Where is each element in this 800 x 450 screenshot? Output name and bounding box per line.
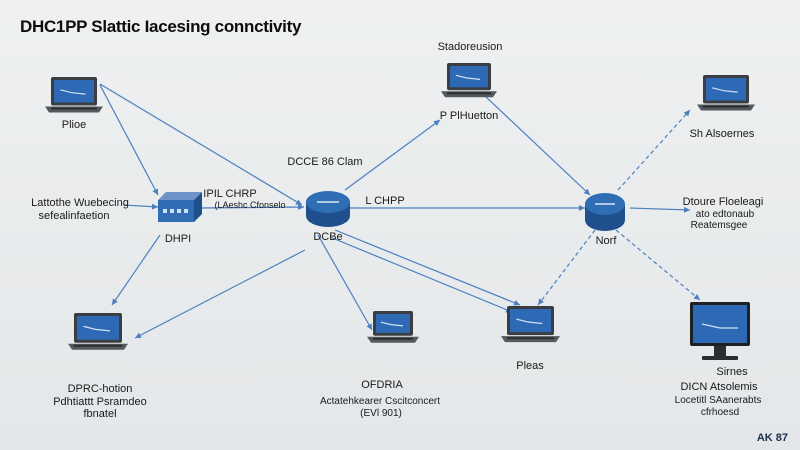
router-icon: [306, 191, 350, 227]
router-icon: [585, 193, 625, 231]
connection-line: [123, 203, 159, 210]
connection-line: [317, 234, 373, 331]
laptop-bottom-center-line3: (EVl 901): [360, 408, 402, 419]
connection-line: [199, 204, 305, 211]
switch-label-bottom: DHPI: [164, 233, 192, 245]
connection-line: [615, 229, 701, 301]
connection-line: [99, 84, 159, 196]
connection-line: [344, 119, 441, 191]
switch-icon: [158, 192, 202, 222]
right-group-line1: Dtoure Floeleagi: [682, 196, 764, 208]
switch-label-top: IPIL CHRP: [203, 188, 257, 200]
laptop-bottom-left-line1: DPRC-hotion: [67, 383, 133, 395]
laptop-top-center-label: P PlHuetton: [439, 110, 499, 122]
laptop-icon: [501, 306, 560, 343]
router-right-label: Norf: [595, 235, 617, 247]
laptop-icon: [441, 63, 497, 98]
laptop-icon: [697, 75, 755, 111]
laptop-bottom-left-line3: fbnatel: [83, 408, 117, 420]
monitor-right-line0: Sirnes: [716, 366, 748, 378]
diagram-title: DHC1PP Slattic Iacesing connctivity: [20, 17, 302, 36]
corner-badge: AK 87: [756, 432, 788, 444]
switch-label-top2: (LAeshc Cfonselo: [214, 200, 286, 210]
monitor-right-line2: Locetitl SAanerabts: [674, 395, 762, 406]
monitor-right-line1: DICN Atsolemis: [680, 381, 758, 393]
left-group-line2: sefealinfaetion: [38, 210, 110, 222]
connection-line: [334, 229, 521, 306]
connection-line: [537, 229, 596, 306]
connection-line: [484, 95, 591, 196]
left-group-line1: Lattothe Wuebecing: [31, 197, 129, 209]
laptop-bottom-mid-label: Pleas: [516, 360, 544, 372]
laptop-bottom-center-line1: OFDRIA: [361, 379, 403, 391]
laptop-icon: [45, 77, 103, 113]
laptop-icon: [68, 313, 128, 350]
laptop-top-center-top-label: Stadoreusion: [437, 41, 503, 53]
laptop-top-right-label: Sh Alsoernes: [689, 128, 755, 140]
laptop-top-left-label: Plioe: [61, 119, 87, 131]
router-center-top-label: DCCE 86 Clam: [287, 156, 363, 168]
connection-line: [134, 249, 306, 339]
connection-line: [629, 206, 691, 213]
monitor-right-line3: cfrhoesd: [700, 407, 740, 418]
laptop-bottom-center-line2: Actatehkearer Cscitconcert: [319, 396, 441, 407]
router-center-bottom-label: DCBe: [313, 231, 343, 243]
laptop-bottom-left-line2: Pdhtiattt Psramdeo: [53, 396, 147, 408]
right-group-line3: Reatemsgee: [690, 220, 748, 231]
connection-line: [99, 83, 303, 206]
connection-line: [617, 109, 691, 191]
monitor-icon: [690, 302, 750, 360]
laptop-icon: [367, 311, 419, 343]
router-center-right-label: L CHPP: [365, 195, 405, 207]
right-group-line2: ato edtonaub: [695, 209, 755, 220]
connection-line: [329, 236, 513, 313]
connection-line: [111, 234, 161, 306]
